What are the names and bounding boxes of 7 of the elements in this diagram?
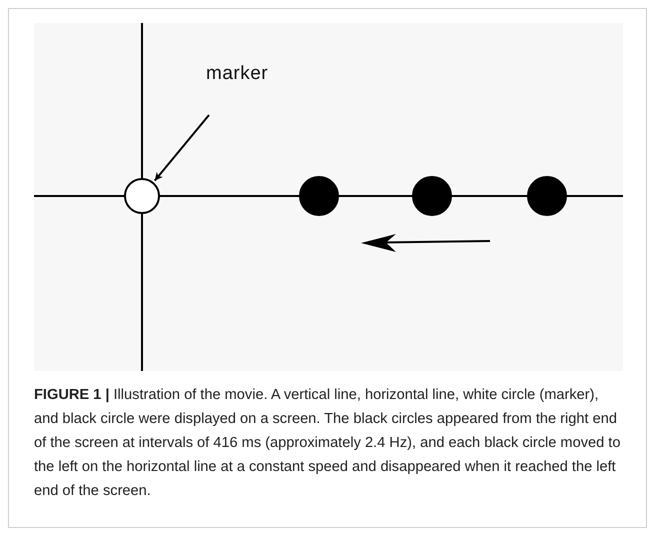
- figure-caption: FIGURE 1 | Illustration of the movie. A vertical line, horizontal line, white circle (marker), and black circle were displayed on a screen. The black circles appeared from the right end of the screen at intervals of 416 ms (approximately 2.4 Hz), and each black circle moved to the left on the horizontal line at a constant speed and disappeared when it reached the left end of the screen.: [34, 386, 622, 501]
- hollow-circle: [124, 178, 160, 214]
- filled-circle: [412, 176, 452, 216]
- marker-label: marker: [206, 63, 268, 85]
- filled-circle: [527, 176, 567, 216]
- leader-arrow: [154, 114, 210, 182]
- filled-circle: [299, 176, 339, 216]
